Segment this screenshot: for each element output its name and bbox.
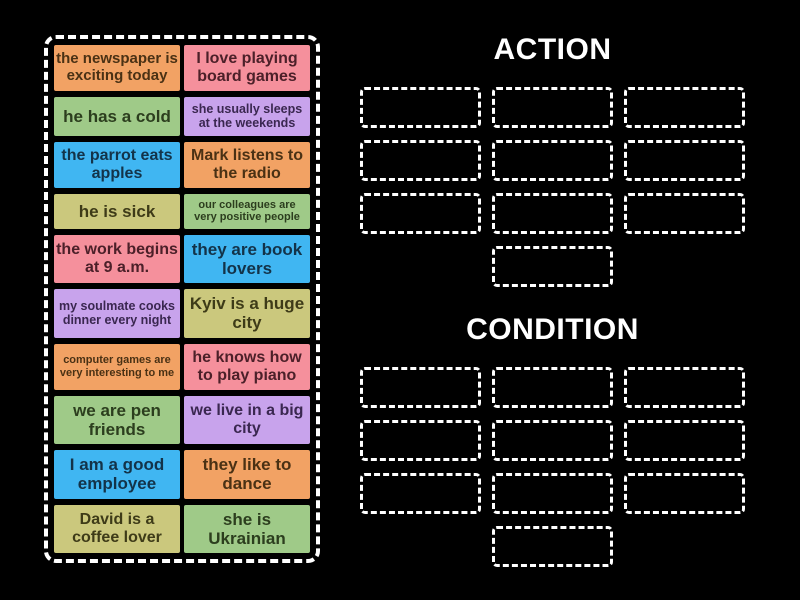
word-card[interactable]: my soulmate cooks dinner every night [54,289,180,338]
drop-slot[interactable] [624,367,745,408]
drop-slot[interactable] [492,367,613,408]
word-card[interactable]: they like to dance [184,450,310,499]
word-card[interactable]: he knows how to play piano [184,343,310,390]
drop-slot[interactable] [360,473,481,514]
word-card[interactable]: we are pen friends [54,395,180,445]
drop-slot[interactable] [360,367,481,408]
word-card[interactable]: we live in a big city [184,395,310,445]
word-card[interactable]: he has a cold [54,97,180,136]
word-card[interactable]: they are book lovers [184,234,310,284]
group-condition-title: CONDITION [466,313,639,346]
group-action: ACTION [360,32,745,287]
drop-slot[interactable] [492,420,613,461]
word-card[interactable]: the work begins at 9 a.m. [54,234,180,284]
word-card[interactable]: she is Ukrainian [184,504,310,553]
drop-slot[interactable] [360,193,481,234]
drop-slot[interactable] [492,246,613,287]
word-card[interactable]: Mark listens to the radio [184,141,310,188]
drop-slot[interactable] [624,193,745,234]
word-card[interactable]: Kyiv is a huge city [184,289,310,338]
group-condition-slots [360,367,745,567]
word-card[interactable]: David is a coffee lover [54,504,180,553]
group-action-slots [360,87,745,287]
group-condition: CONDITION [360,312,745,567]
drop-slot[interactable] [624,140,745,181]
drop-slot[interactable] [492,140,613,181]
drop-slot[interactable] [360,140,481,181]
groups-area: ACTION CONDITION [360,0,745,600]
word-card[interactable]: the parrot eats apples [54,141,180,188]
word-card[interactable]: our colleagues are very positive people [184,193,310,229]
drop-slot[interactable] [624,473,745,514]
word-card[interactable]: she usually sleeps at the weekends [184,97,310,136]
drop-slot[interactable] [624,87,745,128]
drop-slot[interactable] [360,87,481,128]
drop-slot[interactable] [492,473,613,514]
drop-slot[interactable] [492,193,613,234]
word-card[interactable]: he is sick [54,193,180,229]
word-card[interactable]: the newspaper is exciting today [54,45,180,92]
word-card[interactable]: I love playing board games [184,45,310,92]
word-card[interactable]: I am a good employee [54,450,180,499]
word-card[interactable]: computer games are very interesting to m… [54,343,180,390]
drop-slot[interactable] [492,526,613,567]
drop-slot[interactable] [360,420,481,461]
group-action-title: ACTION [493,33,612,66]
drop-slot[interactable] [624,420,745,461]
drop-slot[interactable] [492,87,613,128]
